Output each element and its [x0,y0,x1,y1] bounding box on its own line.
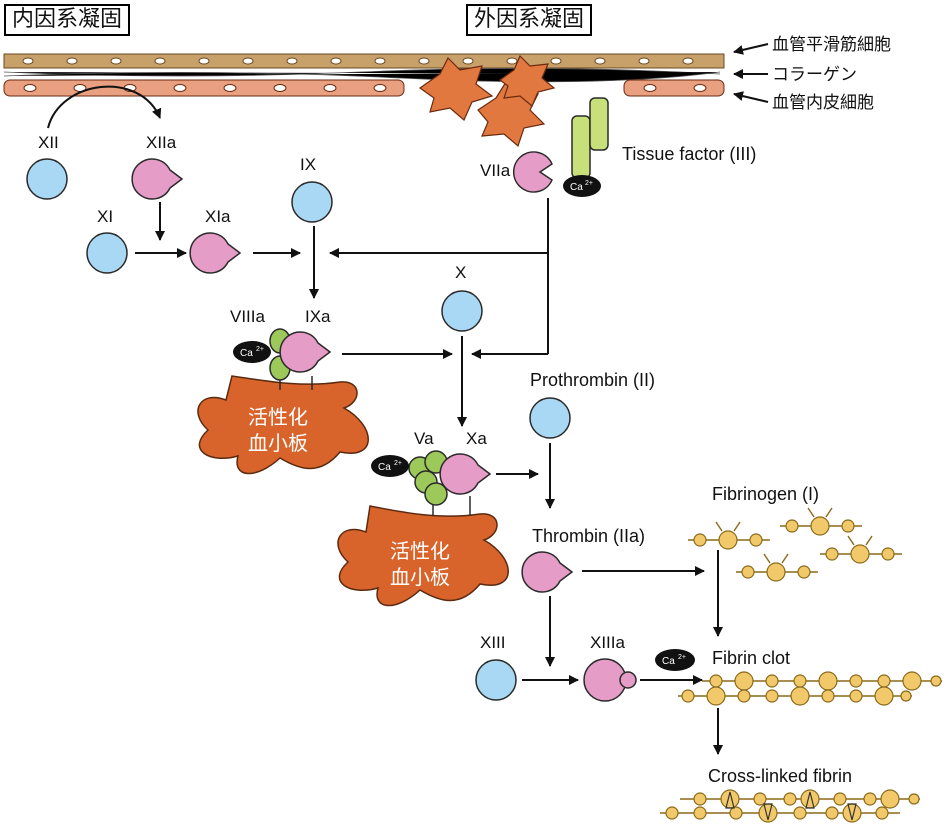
factor-ix [291,181,333,223]
factor-x-label: X [455,263,466,282]
factor-xa-label: Xa [466,429,487,448]
factor-va-label: Va [414,429,434,448]
activated-platelet-2 [337,505,509,607]
factor-xia [189,232,242,274]
ca-ion-xiiia: Ca 2+ [655,649,695,671]
platelet-1-line2: 血小板 [248,431,308,455]
factor-xiiia [583,658,637,702]
factor-va [408,450,448,506]
svg-text:2+: 2+ [256,346,264,353]
svg-text:Ca: Ca [570,182,583,193]
thrombin-label: Thrombin (IIa) [532,526,645,546]
factor-thrombin [521,551,574,593]
ca-ion-xa: Ca 2+ [371,455,409,477]
svg-text:Ca: Ca [240,348,253,359]
fibrinogen-label: Fibrinogen (I) [712,484,819,504]
factor-prothrombin [529,397,571,439]
smooth-muscle-label: 血管平滑筋細胞 [772,35,891,55]
extrinsic-title: 外因系凝固 [466,4,593,36]
factor-ixa-label: IXa [305,307,331,326]
factor-viiia-label: VIIIa [230,307,266,326]
svg-text:2+: 2+ [585,180,593,187]
factor-viia [512,151,553,193]
xii-activation-arrow [47,85,162,129]
factor-xii [26,158,68,200]
fibrin-clot-label: Fibrin clot [712,648,790,668]
svg-text:2+: 2+ [678,654,686,661]
factor-ixa [279,331,332,373]
collagen-label: コラーゲン [772,65,857,85]
factor-xiii-label: XIII [480,633,506,652]
svg-text:2+: 2+ [394,460,402,467]
vessel-label-smooth-muscle: 血管平滑筋細胞 [733,35,891,55]
intrinsic-title: 内因系凝固 [4,4,131,36]
factor-ix-label: IX [300,155,316,174]
factor-xiii [475,659,517,701]
factor-xa [439,453,492,495]
factor-xiia [131,158,184,200]
endothelium-label: 血管内皮細胞 [772,93,874,113]
factor-xia-label: XIa [205,207,231,226]
factor-xi-label: XI [97,207,113,226]
cross-linked-fibrin-strands [660,789,920,823]
fibrin-clot-strands [678,671,942,706]
platelet-1-line1: 活性化 [248,405,308,429]
vessel-label-collagen: コラーゲン [733,65,857,85]
factor-xiiia-label: XIIIa [590,633,626,652]
tissue-factor-label: Tissue factor (III) [622,144,756,164]
activated-platelet-1 [197,375,369,475]
cross-linked-fibrin-label: Cross-linked fibrin [708,766,852,786]
vessel-label-endothelium: 血管内皮細胞 [733,91,874,113]
factor-xiia-label: XIIa [146,133,177,152]
factor-xi [86,232,128,274]
ca-ion-viia: Ca 2+ [563,175,601,197]
platelet-2-line1: 活性化 [390,539,450,563]
prothrombin-label: Prothrombin (II) [530,370,655,390]
endothelium-layer [3,79,725,97]
vessel-wall [3,53,725,148]
factor-x [441,290,483,332]
svg-text:Ca: Ca [378,462,391,473]
fibrinogen-molecules [688,507,902,582]
damaged-platelets [418,54,556,148]
smooth-muscle-layer [3,53,725,69]
platelet-2-line2: 血小板 [390,565,450,589]
tissue-factor-shape [571,97,609,179]
ca-ion-ixa: Ca 2+ [233,341,271,363]
factor-xii-label: XII [38,133,59,152]
factor-viia-label: VIIa [480,161,511,180]
svg-text:Ca: Ca [662,656,675,667]
